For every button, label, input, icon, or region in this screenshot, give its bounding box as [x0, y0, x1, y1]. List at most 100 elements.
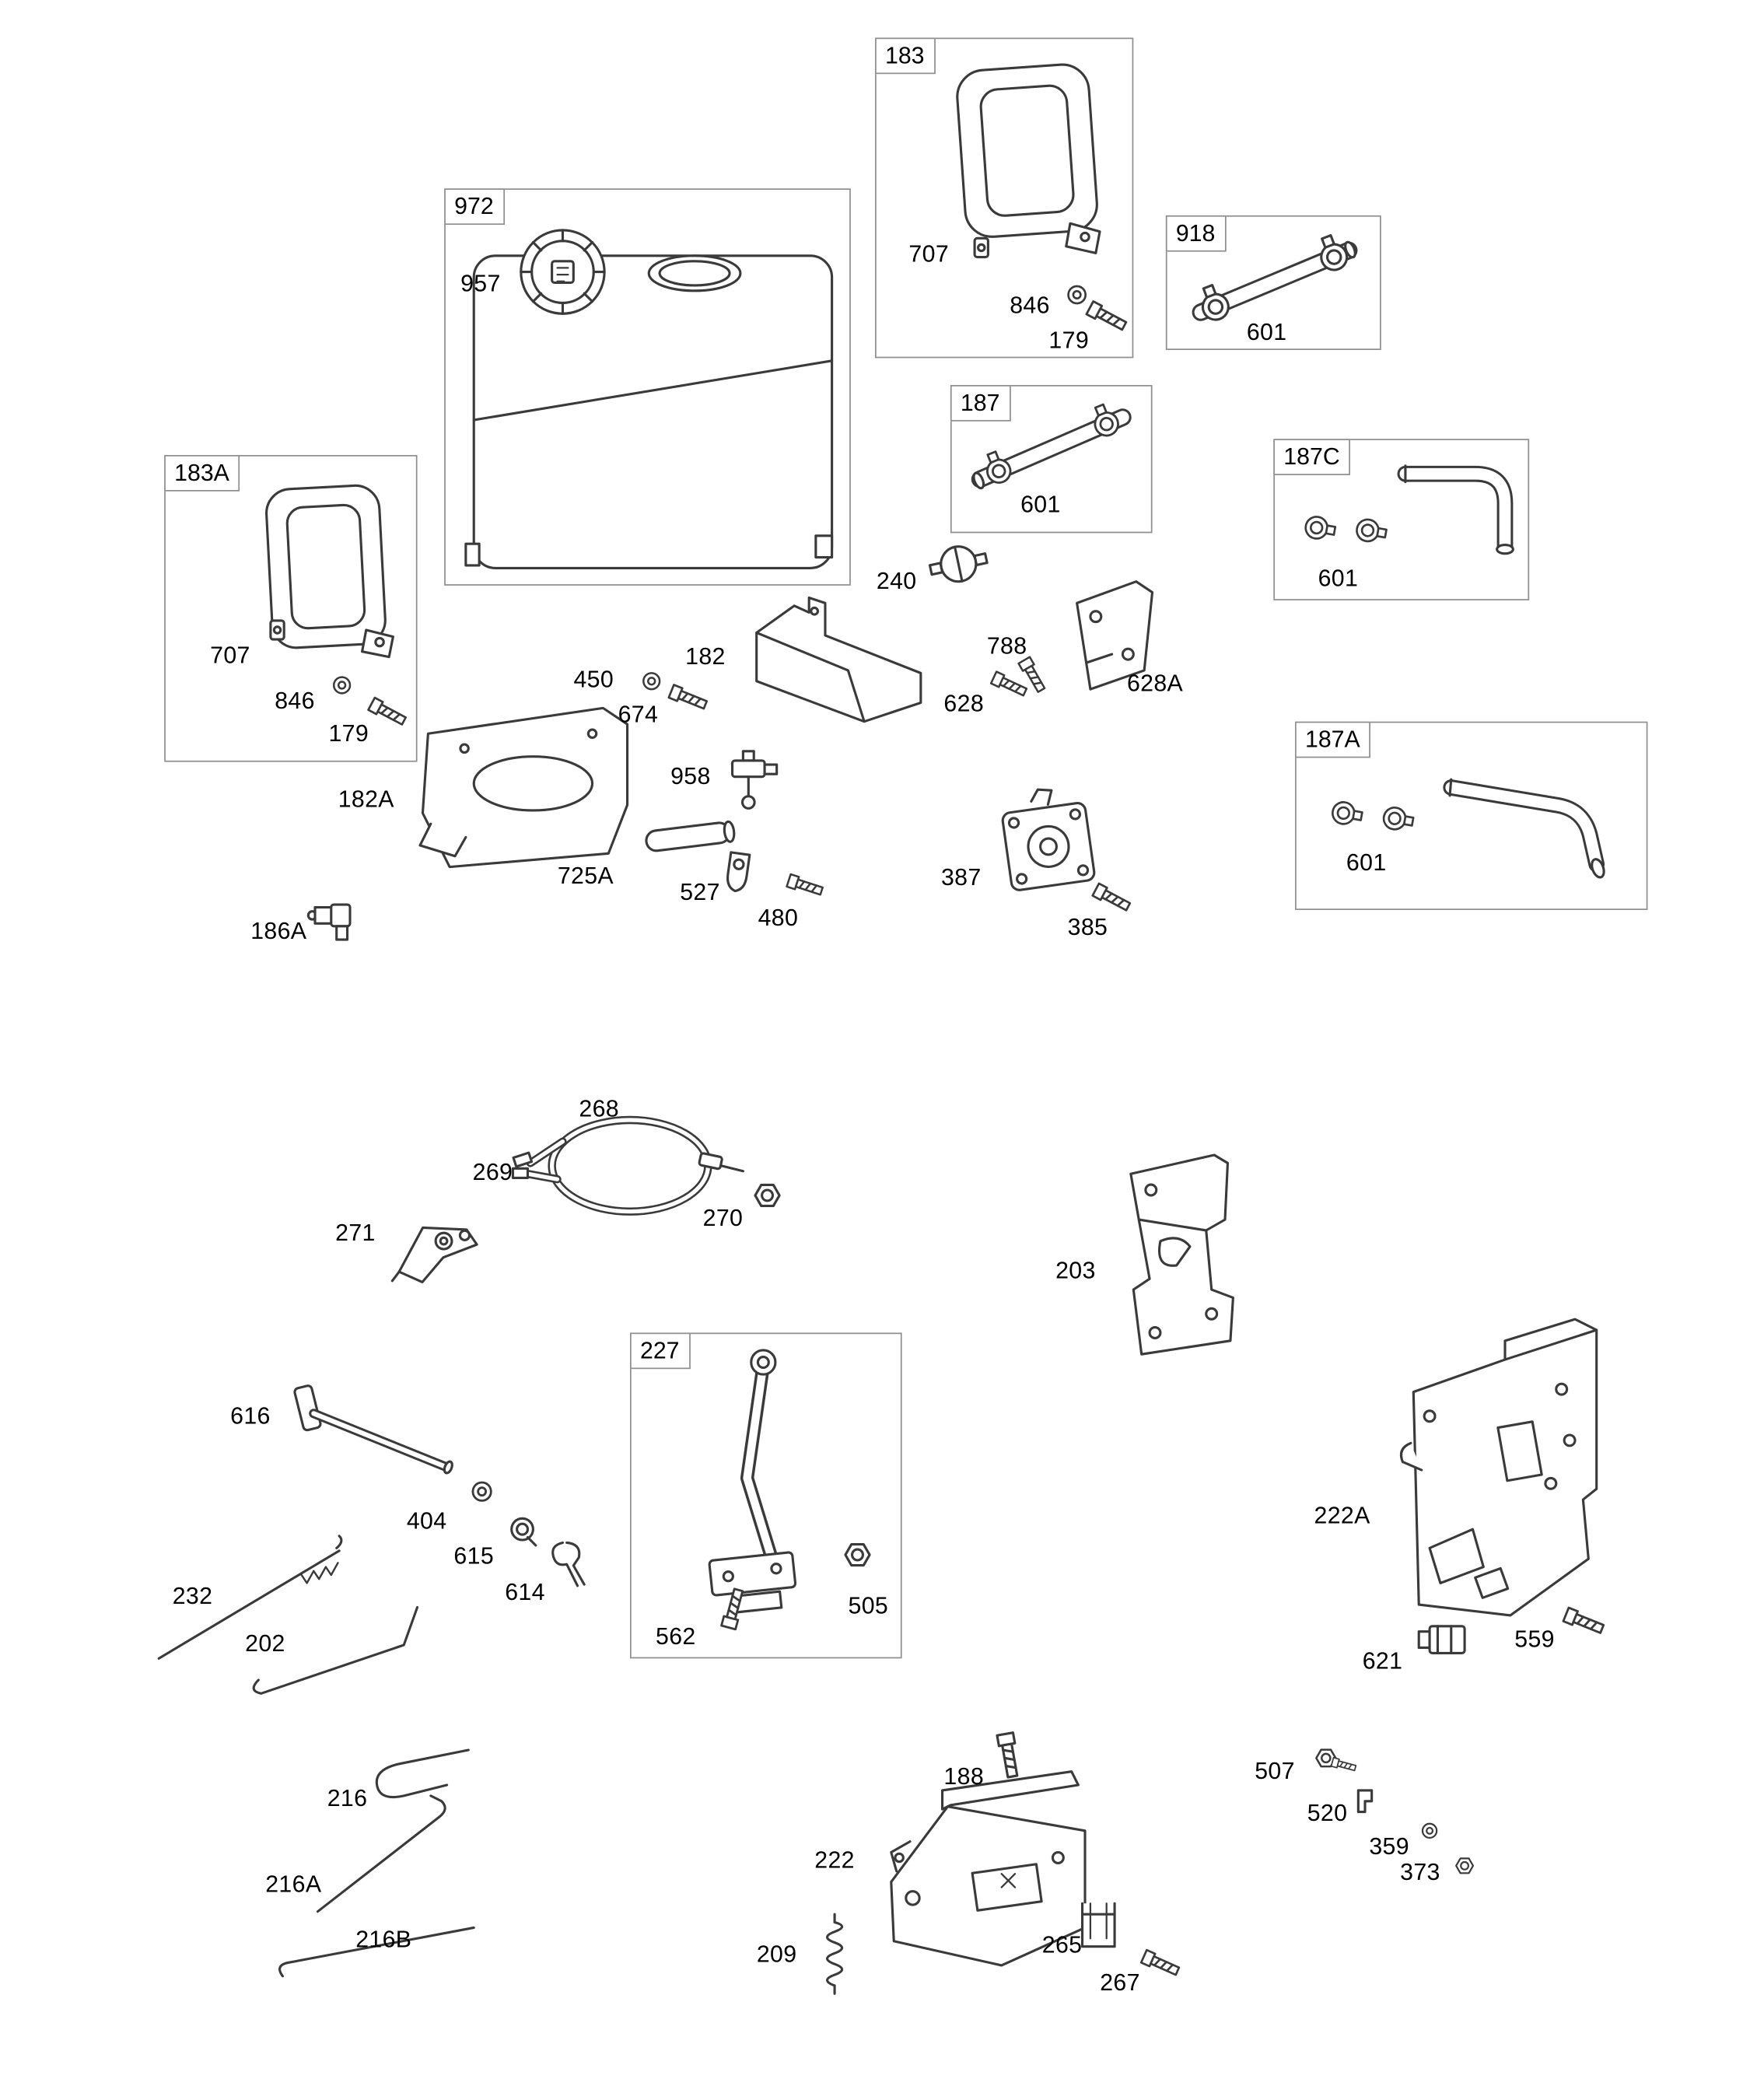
part-label-202: 202 [245, 1629, 285, 1657]
part-label-674: 674 [618, 700, 659, 728]
clip-527-drawing [726, 851, 751, 893]
screw-267-drawing [1139, 1948, 1181, 1979]
part-label-601: 601 [1318, 565, 1359, 592]
group-label: 187A [1294, 720, 1371, 758]
group-box-183: 183 [874, 37, 1134, 359]
part-label-232: 232 [172, 1582, 213, 1610]
part-label-182: 182 [685, 642, 726, 670]
screw-188-drawing [996, 1731, 1022, 1780]
part-label-505: 505 [848, 1591, 889, 1619]
part-label-222: 222 [814, 1846, 855, 1874]
part-label-957: 957 [460, 270, 501, 297]
part-label-387: 387 [940, 863, 982, 891]
nut-270-drawing [754, 1183, 781, 1207]
part-label-216A: 216A [265, 1870, 322, 1898]
group-label: 918 [1164, 215, 1227, 251]
group-label: 227 [629, 1332, 691, 1369]
grommet-loop-183a-drawing [265, 484, 394, 659]
clamps-and-pipe-187c-drawing [1303, 464, 1514, 555]
rod-202-drawing [252, 1605, 419, 1695]
washer-450-drawing [642, 672, 661, 691]
part-label-601: 601 [1020, 490, 1061, 518]
part-label-601: 601 [1346, 849, 1387, 876]
part-label-268: 268 [579, 1094, 619, 1122]
part-label-271: 271 [335, 1219, 376, 1246]
screw-674-drawing [667, 684, 709, 712]
part-label-628A: 628A [1126, 670, 1184, 697]
part-label-707: 707 [908, 240, 950, 268]
group-box-972: 972 [443, 187, 851, 586]
bracket-222-drawing [890, 1770, 1087, 1967]
part-label-216B: 216B [355, 1925, 412, 1953]
part-label-707: 707 [210, 641, 250, 669]
group-label: 187 [950, 384, 1011, 421]
cable-268-drawing [511, 1115, 744, 1216]
part-label-179: 179 [1048, 326, 1090, 354]
fuel-filter-240-drawing [928, 545, 989, 583]
part-label-846: 846 [1010, 291, 1050, 319]
part-label-559: 559 [1514, 1625, 1555, 1653]
group-box-187A: 187A [1294, 720, 1648, 910]
part-label-520: 520 [1307, 1799, 1348, 1826]
part-label-621: 621 [1362, 1647, 1403, 1675]
part-label-269: 269 [472, 1158, 513, 1185]
bracket-203-drawing [1129, 1153, 1234, 1356]
lever-271-drawing [390, 1226, 478, 1283]
part-label-788: 788 [986, 632, 1027, 660]
group-box-918: 918 [1164, 215, 1381, 350]
screw-628-drawing [989, 670, 1029, 699]
bracket-182a-drawing [418, 706, 629, 869]
part-label-725A: 725A [557, 862, 614, 890]
part-label-203: 203 [1055, 1256, 1096, 1284]
clip-621-drawing [1417, 1625, 1466, 1654]
part-label-265: 265 [1041, 1930, 1083, 1958]
group-box-187: 187 [950, 384, 1153, 534]
part-label-958: 958 [670, 762, 711, 790]
part-label-373: 373 [1400, 1858, 1440, 1885]
group-box-187C: 187C [1272, 438, 1530, 600]
grommet-loop-183-drawing [956, 63, 1101, 254]
group-label: 972 [443, 187, 505, 225]
washer-404-drawing [471, 1481, 492, 1502]
part-label-562: 562 [656, 1622, 696, 1650]
part-label-450: 450 [573, 665, 614, 693]
group-label: 183A [163, 454, 240, 491]
bracket-628a-drawing [1076, 580, 1154, 691]
part-label-480: 480 [758, 904, 799, 931]
nut-373-drawing [1455, 1857, 1475, 1874]
part-label-614: 614 [505, 1578, 545, 1605]
part-label-179: 179 [328, 719, 369, 747]
grommet-707-183a-drawing [269, 619, 285, 641]
rod-616-drawing [293, 1384, 453, 1475]
bolt-507-drawing [1330, 1756, 1357, 1773]
part-label-527: 527 [680, 878, 720, 905]
grommet-707-183-drawing [973, 236, 989, 259]
part-label-270: 270 [702, 1204, 744, 1231]
washer-359-drawing [1421, 1822, 1438, 1839]
fuel-tank-972-drawing [464, 229, 834, 569]
part-label-616: 616 [230, 1402, 271, 1430]
wire-216a-drawing [316, 1794, 446, 1913]
wire-216-drawing [375, 1748, 470, 1799]
part-label-601: 601 [1246, 318, 1287, 345]
part-label-615: 615 [453, 1542, 495, 1570]
part-label-846: 846 [275, 687, 315, 715]
part-label-267: 267 [1100, 1969, 1140, 1996]
clip-265-drawing [1080, 1902, 1116, 1948]
rod-232-drawing [157, 1535, 343, 1660]
spring-209-drawing [825, 1913, 844, 1995]
part-label-186A: 186A [250, 917, 307, 945]
part-label-222A: 222A [1314, 1501, 1370, 1529]
part-label-216: 216 [327, 1784, 368, 1811]
hose-918-drawing [1192, 231, 1358, 325]
wire-216b-drawing [278, 1926, 475, 1978]
washer-615-drawing [510, 1517, 537, 1547]
governor-lever-227-drawing [708, 1349, 797, 1614]
part-label-209: 209 [756, 1940, 797, 1968]
bracket-182-drawing [755, 596, 922, 723]
screw-559-drawing [1562, 1606, 1606, 1637]
valve-958-drawing [730, 750, 779, 810]
